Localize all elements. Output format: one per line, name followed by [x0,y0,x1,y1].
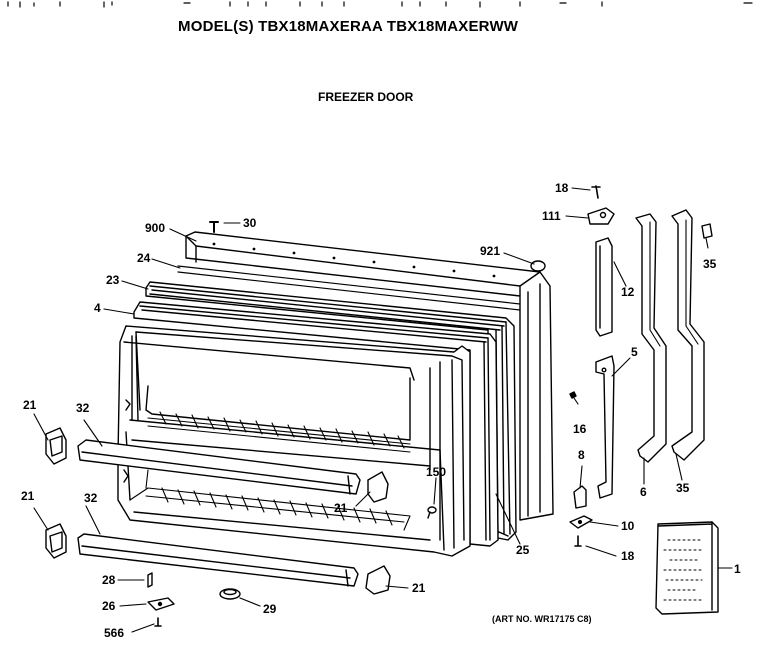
handle-arm-6 [636,214,666,462]
callout-32-upper: 32 [76,401,90,415]
shelf-end-cap-lower-left [46,524,66,558]
callout-21-bottom: 21 [412,581,426,595]
callout-25: 25 [516,543,530,557]
handle-mount-5 [596,356,614,498]
callout-21-lower-left: 21 [21,489,35,503]
callout-5: 5 [631,345,638,359]
outer-door-panel [186,232,553,520]
callout-1: 1 [734,562,741,576]
screw-30 [210,222,218,232]
door-shelf-bar-upper [78,440,360,494]
handle-cap-35 [702,224,712,238]
door-liner-rim [134,302,498,546]
callout-921: 921 [480,244,501,258]
lower-shelf-ribs [130,470,410,530]
leader-lines [34,188,732,632]
upper-shelf-ribs [148,412,410,452]
callout-4: 4 [94,301,101,315]
shelf-end-cap-upper-left [46,428,66,464]
callout-16: 16 [573,422,587,436]
callout-150: 150 [426,465,447,479]
callout-32-lower: 32 [84,491,98,505]
callout-24: 24 [137,251,151,265]
callout-8: 8 [578,448,585,462]
callout-18-bottom: 18 [621,549,635,563]
screw-18-top [592,186,600,198]
callout-28: 28 [102,573,116,587]
hinge-bracket-111 [588,208,614,224]
plug-button-29 [220,589,240,599]
callout-111: 111 [542,209,561,223]
callout-21-upper-left: 21 [23,398,37,412]
owners-manual-1 [656,522,718,614]
bracket-10 [570,516,592,528]
callout-21-mid: 21 [334,501,348,515]
callout-12: 12 [621,285,635,299]
hinge-plate-26 [148,598,174,610]
screw-16 [570,392,576,398]
handle-arm-35 [672,210,704,460]
callout-6: 6 [640,485,647,499]
callout-35-bottom: 35 [676,481,690,495]
door-gasket [146,282,516,540]
screw-150 [428,507,436,518]
shelf-clip-28 [148,573,152,587]
door-trim-strip [178,266,520,310]
callout-30: 30 [243,216,257,230]
door-handle-strip-12 [596,238,612,336]
bracket-8 [574,486,586,508]
diagram-subtitle: FREEZER DOOR [318,90,414,104]
model-title: MODEL(S) TBX18MAXERAA TBX18MAXERWW [178,18,519,35]
callout-23: 23 [106,273,120,287]
callout-10: 10 [621,519,635,533]
door-shelf-bar-lower [78,534,358,586]
screw-566 [155,618,161,626]
callout-900: 900 [145,221,166,235]
callout-35-top: 35 [703,257,717,271]
callout-26: 26 [102,599,116,613]
art-number: (ART NO. WR17175 C8) [492,614,592,624]
callout-18-top: 18 [555,181,569,195]
shelf-end-cap-bottom-right [366,566,390,594]
callout-566: 566 [104,626,125,640]
screw-18-bottom [575,536,581,546]
top-edge-marks [8,2,752,7]
plug-921 [531,261,545,271]
callout-29: 29 [263,602,277,616]
